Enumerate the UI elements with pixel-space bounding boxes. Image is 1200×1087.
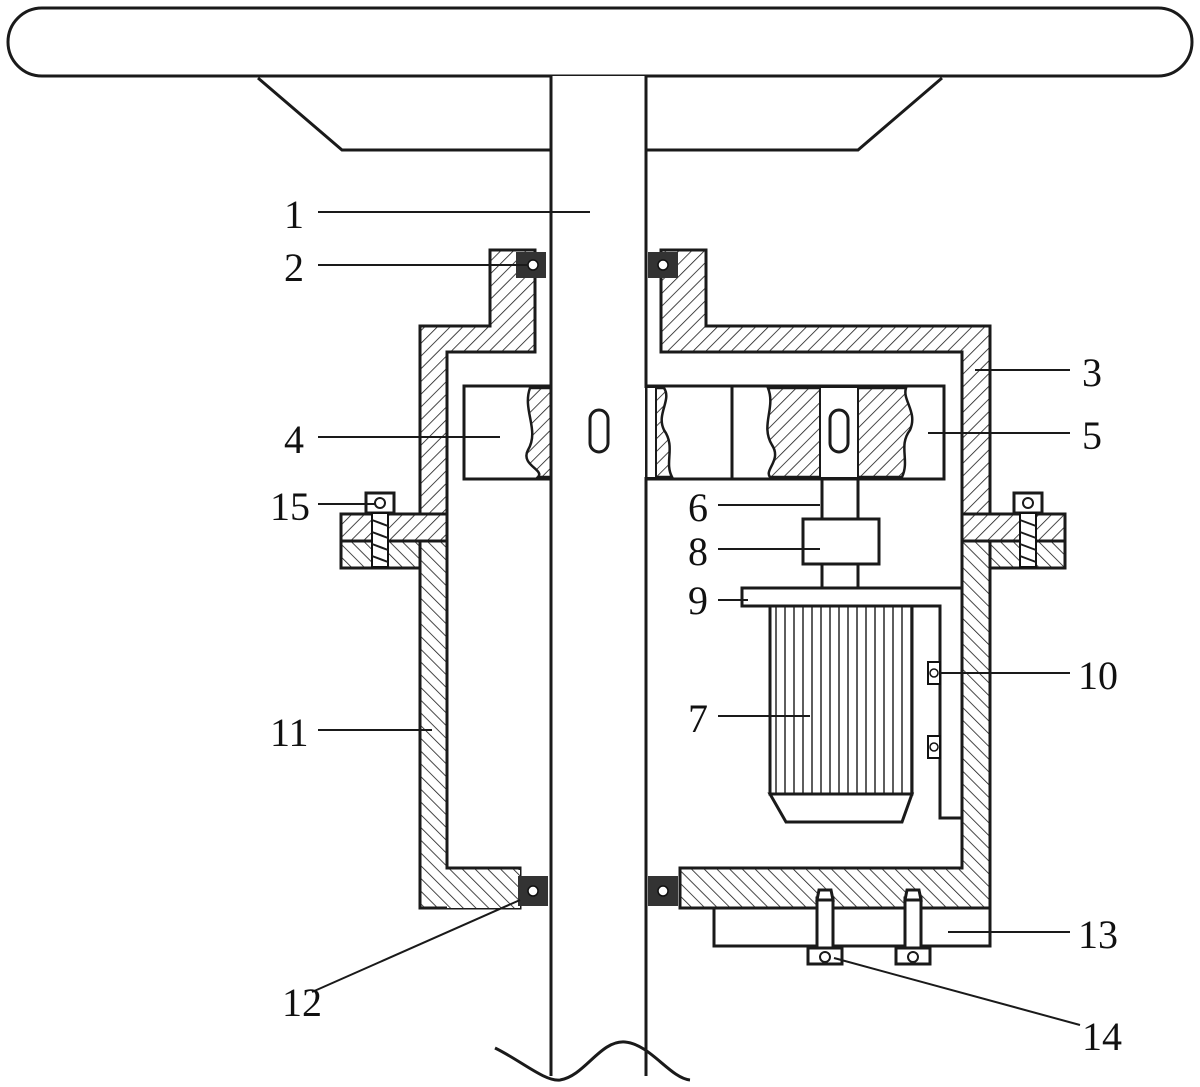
label-12: 12 xyxy=(282,980,322,1025)
label-4: 4 xyxy=(284,417,304,462)
label-13: 13 xyxy=(1078,912,1118,957)
label-14: 14 xyxy=(1082,1014,1122,1059)
lower-housing-floor-left xyxy=(447,870,520,908)
lower-housing xyxy=(418,539,522,910)
label-3: 3 xyxy=(1082,350,1102,395)
label-8: 8 xyxy=(688,529,708,574)
mounting-bolt-right xyxy=(894,888,932,966)
mounting-plate xyxy=(712,906,992,948)
label-10: 10 xyxy=(1078,653,1118,698)
left-flange-upper xyxy=(339,512,449,543)
shaft-break xyxy=(494,1040,691,1082)
label-2: 2 xyxy=(284,245,304,290)
bracket-screw-upper xyxy=(927,661,941,685)
motor xyxy=(767,604,915,824)
steering-wheel-rim xyxy=(6,6,1194,78)
steering-shaft xyxy=(549,76,648,1076)
top-right-bearing xyxy=(648,252,678,278)
bracket-screw-lower xyxy=(927,735,941,759)
label-5: 5 xyxy=(1082,413,1102,458)
gear-5-keyway xyxy=(828,408,850,454)
label-15: 15 xyxy=(270,484,310,529)
coupling xyxy=(801,517,881,566)
motor-output-shaft xyxy=(820,562,860,590)
leader-14 xyxy=(833,957,1081,1026)
label-1: 1 xyxy=(284,192,304,237)
right-flange-upper xyxy=(960,512,1067,543)
bottom-right-bearing xyxy=(648,876,678,906)
mounting-bolt-left xyxy=(806,888,844,966)
motor-shaft xyxy=(820,477,860,521)
label-9: 9 xyxy=(688,578,708,623)
label-7: 7 xyxy=(688,696,708,741)
leader-12 xyxy=(311,899,521,993)
label-6: 6 xyxy=(688,485,708,530)
motor-bracket xyxy=(740,586,964,820)
right-flange-bolt xyxy=(1012,491,1044,568)
label-11: 11 xyxy=(270,710,309,755)
bottom-left-bearing xyxy=(518,876,548,906)
